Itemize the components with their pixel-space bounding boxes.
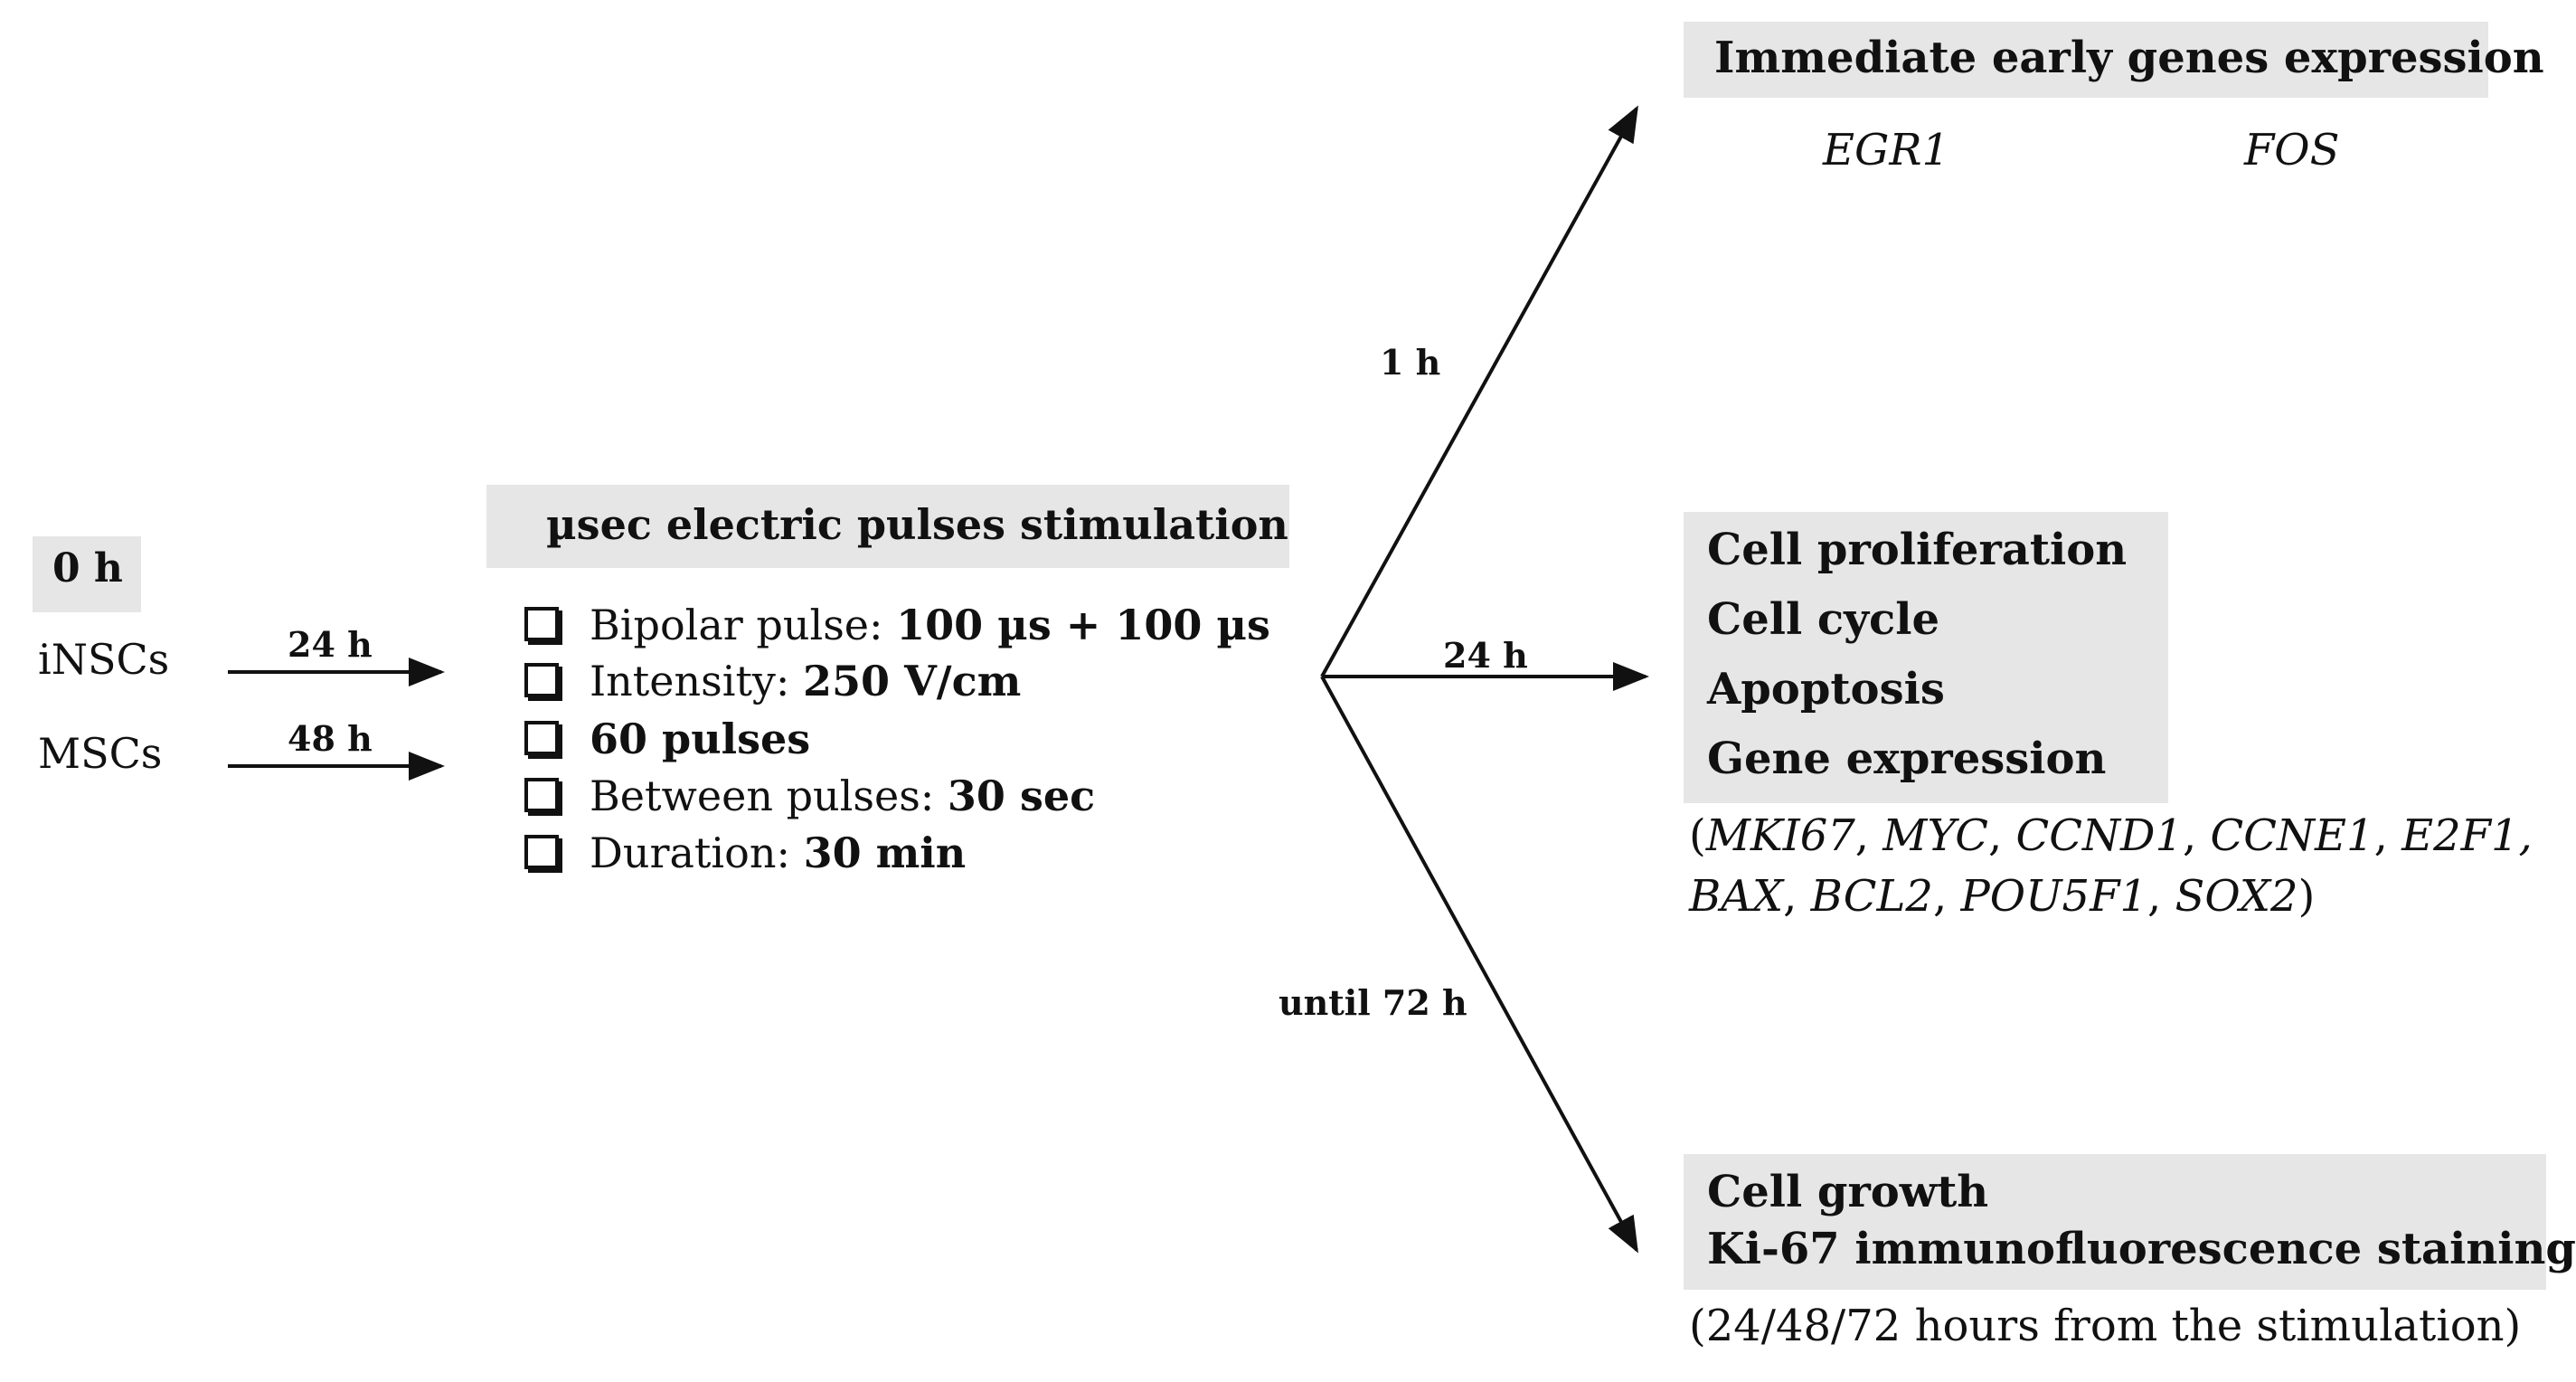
stimulation-title: µsec electric pulses stimulation	[546, 500, 1288, 549]
msc-time-label: 48 h	[288, 718, 373, 759]
param-between-pulses: Between pulses: 30 sec	[524, 771, 1095, 820]
start-time-box	[33, 536, 141, 612]
checkbox-icon	[524, 663, 559, 697]
mid-outcome-box	[1684, 512, 2168, 803]
insc-label: iNSCs	[38, 635, 170, 684]
gene-name: CCNE1	[2210, 810, 2374, 861]
param-duration: Duration: 30 min	[524, 828, 966, 877]
checkbox-icon	[524, 721, 559, 755]
stimulation-title-box	[486, 485, 1289, 568]
checkbox-icon	[524, 835, 559, 869]
gene-list-line: (MKI67, MYC, CCND1, CCNE1, E2F1,	[1689, 810, 2533, 861]
checkbox-icon	[524, 778, 559, 812]
checkbox-icon	[524, 607, 559, 641]
msc-label: MSCs	[38, 729, 163, 778]
branch-mid-label: 24 h	[1443, 635, 1528, 676]
gene-list-line: BAX, BCL2, POU5F1, SOX2)	[1689, 871, 2316, 922]
mid-outcome-item: Cell cycle	[1707, 594, 1940, 645]
late-outcome-item: Cell growth	[1707, 1167, 1989, 1217]
gene-name: BCL2	[1810, 871, 1933, 922]
early-gene: FOS	[2244, 125, 2340, 175]
late-outcome-item: Ki-67 immunofluorescence staining	[1707, 1224, 2576, 1274]
mid-outcome-item: Apoptosis	[1707, 664, 1945, 715]
late-outcome-note: (24/48/72 hours from the stimulation)	[1689, 1301, 2522, 1351]
mid-outcome-item: Cell proliferation	[1707, 525, 2128, 575]
early-outcome-title: Immediate early genes expression	[1714, 33, 2544, 83]
early-outcome-box	[1684, 22, 2488, 98]
branch-early-arrow	[1320, 105, 1638, 677]
param-intensity: Intensity: 250 V/cm	[524, 657, 1021, 705]
branch-late-label: until 72 h	[1279, 982, 1467, 1023]
mid-outcome-item: Gene expression	[1707, 734, 2107, 784]
branch-late-arrow	[1320, 676, 1638, 1254]
gene-name: E2F1,	[2401, 810, 2533, 861]
gene-name: SOX2	[2175, 871, 2298, 922]
start-time-label: 0 h	[52, 545, 123, 592]
gene-name: CCND1	[2015, 810, 2184, 861]
gene-name: MKI67	[1705, 810, 1855, 861]
param-pulses: 60 pulses	[524, 715, 810, 763]
param-bipolar-pulse: Bipolar pulse: 100 µs + 100 µs	[524, 601, 1270, 649]
insc-time-label: 24 h	[288, 624, 373, 665]
branch-early-label: 1 h	[1380, 342, 1441, 383]
gene-name: BAX	[1689, 871, 1784, 922]
gene-name: MYC	[1882, 810, 1989, 861]
early-gene: EGR1	[1823, 125, 1950, 175]
gene-name: POU5F1	[1960, 871, 2147, 922]
late-outcome-box	[1684, 1154, 2546, 1290]
